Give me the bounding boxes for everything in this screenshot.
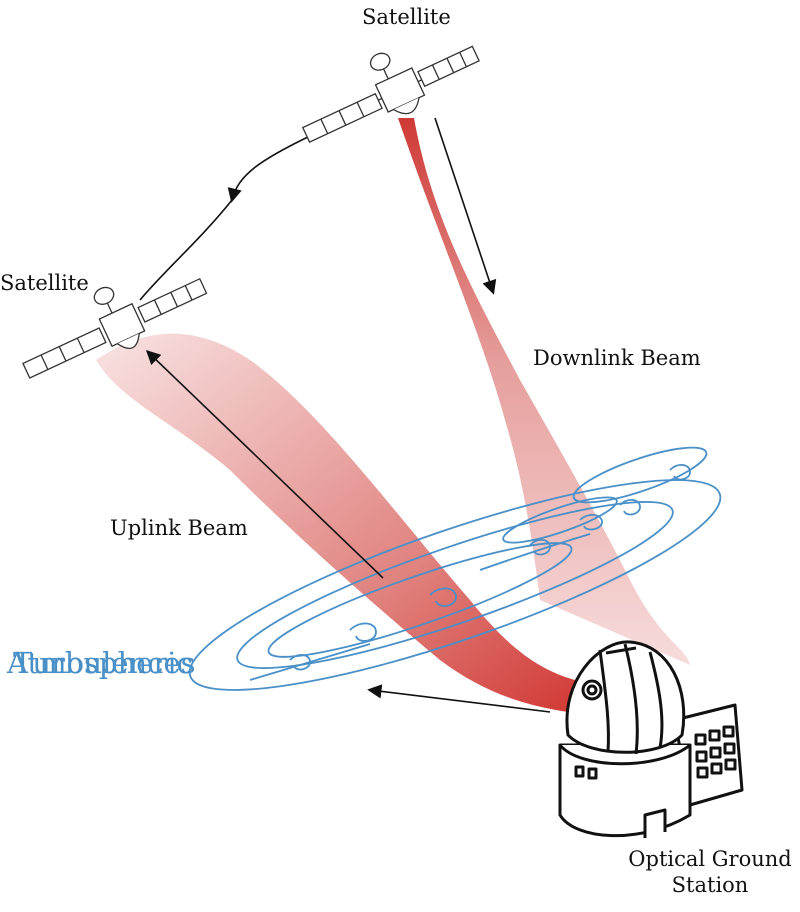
station-label-line1: Optical Ground	[628, 847, 792, 871]
satellite-left-label: Satellite	[0, 271, 89, 295]
downlink-arrow	[434, 117, 497, 295]
satellite-top-label: Satellite	[362, 5, 451, 29]
satellite-icon	[301, 45, 480, 143]
station-label-line2: Station	[671, 873, 749, 897]
uplink-beam-label: Uplink Beam	[110, 516, 248, 540]
satellite-icon	[22, 277, 208, 379]
orbit-arrow	[227, 134, 313, 203]
turbulence-label-line2: Turbulences	[13, 646, 196, 680]
turbulence-swirls	[188, 446, 722, 691]
orbit-path	[139, 199, 233, 301]
downlink-beam	[398, 118, 690, 665]
turbulence-label-line1: Atmospheric	[7, 646, 193, 680]
uplink-beam	[96, 333, 575, 712]
turbulence-arrow	[367, 684, 551, 713]
uplink-arrow	[145, 350, 384, 579]
observatory-icon	[558, 640, 744, 838]
optical-ground-station-label: Optical Ground Station	[620, 846, 800, 898]
downlink-beam-label: Downlink Beam	[533, 346, 701, 370]
